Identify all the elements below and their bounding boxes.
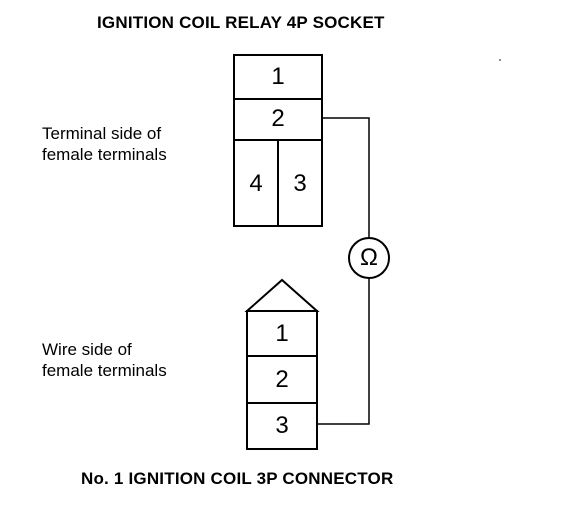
coil-connector-outline <box>246 310 318 450</box>
probe-wire-bottom <box>317 278 370 425</box>
ohm-symbol-icon: Ω <box>360 244 378 271</box>
wire-side-label-line1: Wire side of <box>42 340 132 359</box>
terminal-side-label-line1: Terminal side of <box>42 124 162 143</box>
coil-connector-title: No. 1 IGNITION COIL 3P CONNECTOR <box>81 469 394 488</box>
relay-pin-1: 1 <box>271 63 285 90</box>
relay-socket-title: IGNITION COIL RELAY 4P SOCKET <box>97 13 385 32</box>
coil-pin-1: 1 <box>275 320 289 347</box>
coil-pin-2: 2 <box>275 366 289 393</box>
relay-pin-2: 2 <box>271 105 285 132</box>
coil-connector-key <box>244 278 320 312</box>
relay-pin-3: 3 <box>293 170 307 197</box>
probe-wire-top <box>322 117 370 237</box>
relay-pin-4: 4 <box>249 170 263 197</box>
coil-pin-3: 3 <box>275 412 289 439</box>
stray-mark <box>499 59 501 61</box>
wire-side-label: Wire side of female terminals <box>42 339 167 381</box>
wire-side-label-line2: female terminals <box>42 361 167 380</box>
terminal-side-label: Terminal side of female terminals <box>42 123 167 165</box>
terminal-side-label-line2: female terminals <box>42 145 167 164</box>
